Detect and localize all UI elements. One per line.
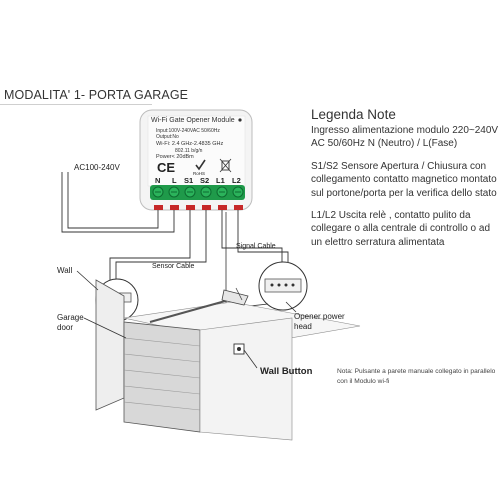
rohs-check-icon bbox=[195, 159, 206, 171]
wire-entry-s2 bbox=[202, 205, 211, 210]
wire-entry-l1 bbox=[218, 205, 227, 210]
wall-button-knob bbox=[237, 347, 241, 351]
sensor-cable bbox=[109, 210, 191, 292]
ac-power-cable-2 bbox=[61, 172, 175, 233]
wall-button-label: Wall Button bbox=[260, 366, 313, 377]
ce-mark: CE bbox=[157, 160, 176, 175]
opener-head-label: Opener power head bbox=[294, 312, 345, 331]
ac-input-label: AC100-240V bbox=[74, 163, 120, 172]
ceiling-bracket bbox=[235, 287, 243, 301]
terminal-label-s2: S2 bbox=[200, 176, 210, 185]
wall-button-pointer bbox=[243, 349, 258, 369]
garage-pointer bbox=[83, 317, 127, 339]
sensor-cable-2 bbox=[115, 210, 207, 292]
module-spec-input: Input:100V-240VAC 50/60Hz bbox=[156, 128, 220, 134]
wire-entry-s1 bbox=[186, 205, 195, 210]
garage-wall bbox=[95, 279, 125, 411]
terminal-label-l: L bbox=[172, 176, 177, 185]
ac-power-cable bbox=[67, 172, 159, 229]
door-panels bbox=[123, 337, 201, 411]
terminal-label-l2: L2 bbox=[232, 176, 241, 185]
signal-cable-2 bbox=[237, 210, 289, 262]
wire-entry-l2 bbox=[234, 205, 243, 210]
module-spec-output: Output:No bbox=[156, 134, 179, 140]
terminal-label-s1: S1 bbox=[184, 176, 194, 185]
legend-power-note: Ingresso alimentazione modulo 220~240V A… bbox=[311, 125, 499, 150]
module-spec-wifi: Wi-Fi: 2.4 GHz-2.4835 GHz bbox=[156, 141, 224, 147]
rohs-mark: RoHS bbox=[193, 171, 206, 176]
wire-entry-l bbox=[170, 205, 179, 210]
wall-pointer bbox=[76, 270, 99, 291]
terminal-label-n: N bbox=[155, 176, 161, 185]
legend-heading: Legenda Note bbox=[311, 107, 396, 122]
terminal-label-l1: L1 bbox=[216, 176, 225, 185]
page-title: MODALITA' 1- PORTA GARAGE bbox=[4, 88, 189, 102]
wire-entry-n bbox=[154, 205, 163, 210]
garage-door-label: Garage door bbox=[57, 313, 84, 332]
sensor-cable-label: Sensor Cable bbox=[152, 263, 195, 270]
terminal-block bbox=[150, 185, 245, 200]
module-led bbox=[238, 118, 242, 122]
signal-cable-label: Signal Cable bbox=[236, 243, 276, 250]
module-label-panel bbox=[147, 115, 246, 187]
side-wall bbox=[199, 317, 293, 441]
opener-rail bbox=[149, 297, 237, 323]
module-title: Wi-Fi Gate Opener Module bbox=[151, 117, 235, 124]
opener-pointer bbox=[285, 301, 297, 313]
opener-power-head-icon bbox=[221, 289, 249, 306]
wall-button-note: Nota: Pulsante a parete manuale collegat… bbox=[337, 368, 496, 385]
legend-relay-note: L1/L2 Uscita relè , contatto pulito da c… bbox=[311, 210, 490, 248]
signal-cable bbox=[221, 210, 283, 262]
weee-cross-b bbox=[219, 158, 232, 173]
opener-terminal-icon bbox=[264, 278, 302, 293]
title-underline bbox=[0, 104, 152, 105]
wall-label: Wall bbox=[57, 266, 73, 275]
module-spec-standard: 802.11 b/g/n bbox=[175, 148, 203, 154]
legend-sensor-note: S1/S2 Sensore Apertura / Chiusura con co… bbox=[311, 161, 497, 199]
module-spec-power: Power< 20dBm bbox=[156, 154, 194, 160]
weee-bin-icon bbox=[221, 160, 230, 171]
